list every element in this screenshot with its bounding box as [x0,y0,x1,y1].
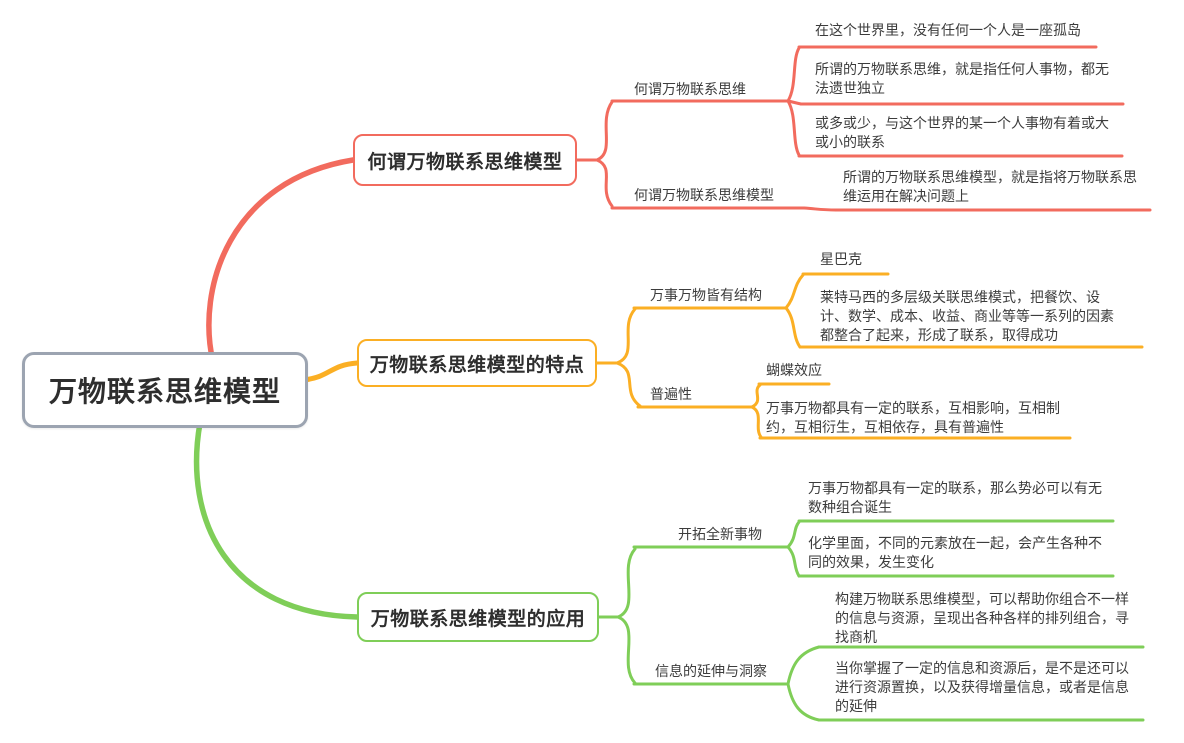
root-to-branch2-curve [301,360,360,383]
branch1-sub1-curve [595,100,614,162]
branch1-leaf2-curve [786,99,803,106]
branch2-leaf4-curve [750,405,763,439]
leaf-butterfly-effect[interactable]: 蝴蝶效应 [766,362,822,378]
branch-topic-label: 万物联系思维模型的应用 [370,608,586,630]
leaf-no-island[interactable]: 在这个世界里，没有任何一个人是一座孤岛 [815,22,1081,38]
branch1-leaf4-curve [802,206,838,212]
branch-topic-label: 万物联系思维模型的特点 [369,354,585,376]
subtopic-everything-has-structure[interactable]: 万事万物皆有结构 [650,287,762,303]
subtopic-what-is-thinking[interactable]: 何谓万物联系思维 [634,81,746,97]
root-topic[interactable]: 万物联系思维模型 [22,352,308,428]
root-to-branch3-curve [193,420,360,620]
branch2-sub2-curve [615,361,642,408]
leaf-build-model-find-opportunity[interactable]: 构建万物联系思维模型，可以帮助你组合不一样 的信息与资源，呈现出各种各样的排列组… [835,591,1129,645]
branch2-leaf3-curve [750,383,762,409]
branch-topic-features[interactable]: 万物联系思维模型的特点 [357,339,597,387]
branch3-leaf4-curve [786,682,821,722]
subtopic-what-is-model[interactable]: 何谓万物联系思维模型 [634,187,774,203]
leaf-more-or-less[interactable]: 或多或少，与这个世界的某一个人事物有着或大 或小的联系 [815,115,1109,150]
subtopic-create-new-things[interactable]: 开拓全新事物 [678,526,762,542]
branch1-leaf3-curve [786,99,801,157]
branch3-leaf2-curve [786,545,801,578]
leaf-mutual-influence[interactable]: 万事万物都具有一定的联系，互相影响，互相制 约，互相衍生，互相依存，具有普遍性 [766,400,1060,435]
branch-topic-label: 何谓万物联系思维模型 [367,151,563,173]
branch3-sub1-curve [616,547,637,619]
branch1-leaf1-curve [786,46,801,103]
branch-topic-definition[interactable]: 何谓万物联系思维模型 [353,134,577,186]
branch1-sub2-curve [595,158,614,208]
branch2-leaf2-curve [784,306,802,349]
branch3-leaf1-curve [786,520,801,549]
root-topic-label: 万物联系思维模型 [48,376,281,407]
leaf-infinite-combinations[interactable]: 万事万物都具有一定的联系，那么势必可以有无 数种组合诞生 [808,480,1102,515]
branch2-leaf1-curve [784,273,805,310]
leaf-model-definition[interactable]: 所谓的万物联系思维模型，就是指将万物联系思 维运用在解决问题上 [843,169,1137,204]
leaf-starbucks[interactable]: 星巴克 [820,251,862,267]
leaf-resource-exchange[interactable]: 当你掌握了一定的信息和资源后，是不是还可以 进行资源置换，以及获得增量信息，或者… [835,660,1129,714]
branch-topic-application[interactable]: 万物联系思维模型的应用 [357,592,599,642]
branch3-sub2-curve [616,615,637,685]
subtopic-info-extension-insight[interactable]: 信息的延伸与洞察 [655,663,767,679]
branch2-sub1-curve [615,307,637,365]
root-to-branch1-curve [206,157,356,365]
leaf-nothing-isolated[interactable]: 所谓的万物联系思维，就是指任何人事物，都无 法遗世独立 [815,61,1109,96]
branch3-leaf3-curve [786,645,821,686]
leaf-multi-level-association[interactable]: 莱特马西的多层级关联思维模式，把餐饮、设 计、数学、成本、收益、商业等等一系列的… [820,289,1114,343]
leaf-chemistry-elements[interactable]: 化学里面，不同的元素放在一起，会产生各种不 同的效果，发生变化 [808,535,1102,570]
subtopic-universality[interactable]: 普遍性 [650,386,692,402]
